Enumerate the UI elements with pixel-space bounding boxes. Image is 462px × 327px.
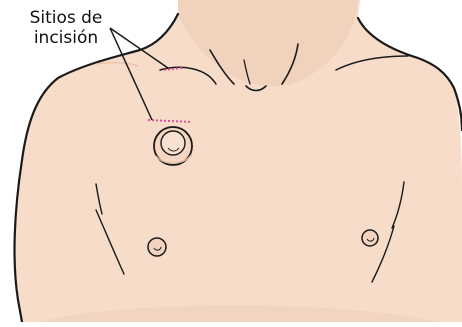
callout-label-line-1: Sitios de xyxy=(6,8,126,28)
nipple-left xyxy=(148,238,166,256)
callout-label-line-2: incisión xyxy=(6,28,126,48)
nipple-right xyxy=(362,230,378,246)
